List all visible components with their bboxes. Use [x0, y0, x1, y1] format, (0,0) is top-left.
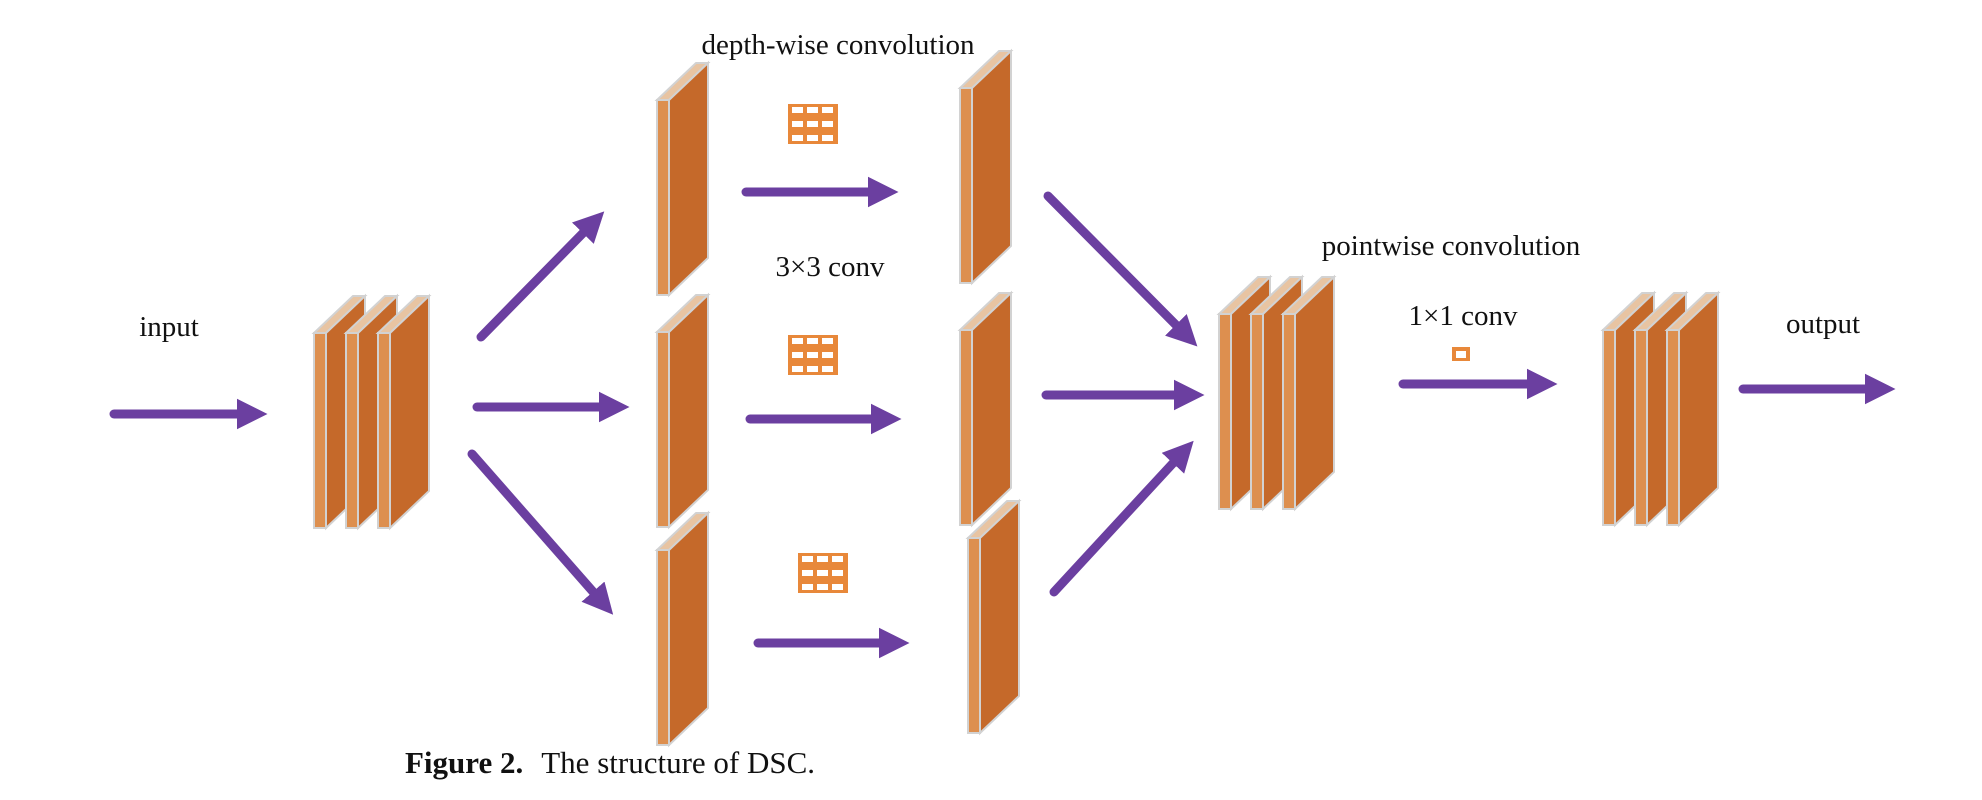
output-feature-stack [1603, 293, 1718, 525]
channel-slab-top [656, 62, 709, 296]
output-channel-slab-middle [959, 292, 1012, 526]
figure-caption: Figure 2. The structure of DSC. [405, 745, 815, 781]
output-channel-slab-top [959, 50, 1012, 284]
output-label: output [1786, 308, 1860, 340]
merge-arrow-bottom [1049, 440, 1194, 597]
figure-caption-label: Figure 2. [405, 745, 524, 780]
input-feature-stack [314, 296, 429, 528]
kernel-3x3-icon-top [788, 104, 838, 144]
conv3-label: 3×3 conv [776, 251, 885, 283]
pointwise-feature-stack [1219, 277, 1334, 509]
channel-slab-middle [656, 294, 709, 528]
figure-caption-text: The structure of DSC. [541, 745, 816, 780]
depthwise-label: depth-wise convolution [701, 29, 975, 61]
channel-slab-bottom [656, 512, 709, 746]
split-arrow-bottom [467, 449, 614, 615]
merge-arrow-top [1043, 191, 1198, 347]
input-label: input [139, 311, 199, 343]
kernel-1x1-icon [1452, 347, 1470, 361]
kernel-3x3-icon-bottom [798, 553, 848, 593]
output-channel-slab-bottom [967, 500, 1020, 734]
pointwise-label: pointwise convolution [1322, 230, 1581, 262]
kernel-3x3-icon-middle [788, 335, 838, 375]
split-arrow-top [476, 211, 605, 342]
conv1-label: 1×1 conv [1409, 300, 1518, 332]
